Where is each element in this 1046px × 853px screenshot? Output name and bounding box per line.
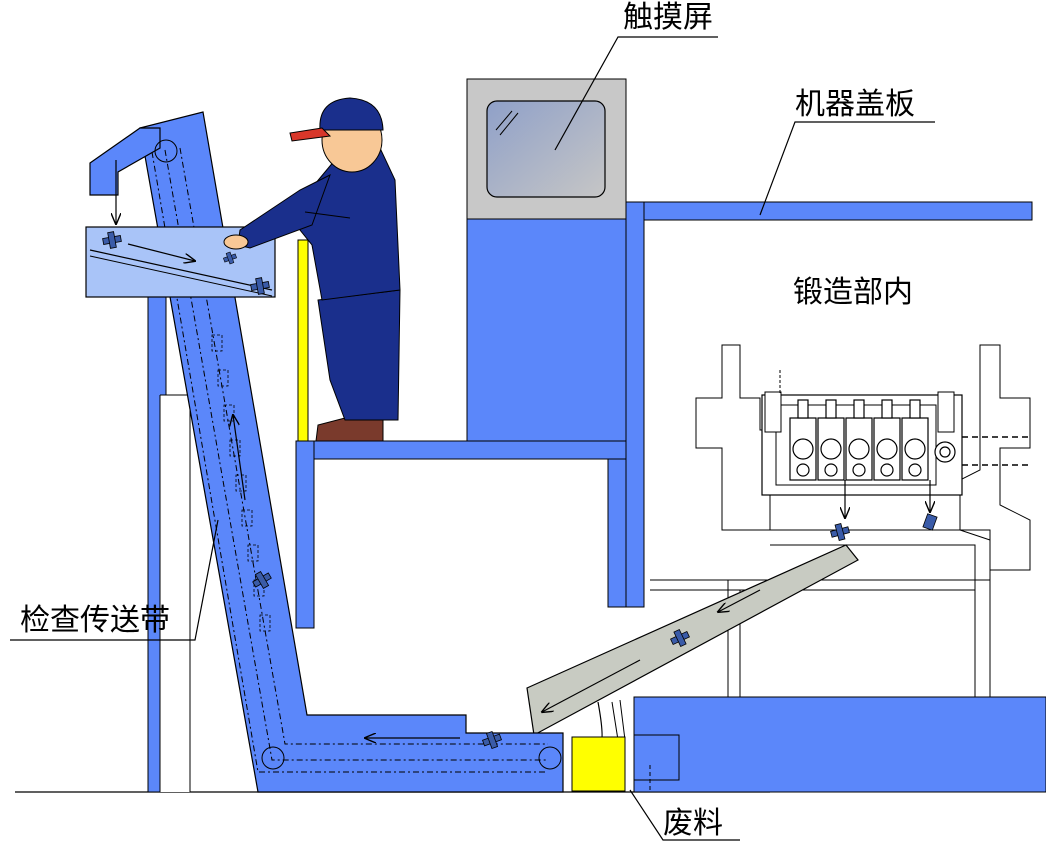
scrap-bin: [572, 737, 625, 791]
touch-screen: [487, 101, 605, 197]
machine-cover-label: 机器盖板: [795, 87, 915, 122]
touch-screen-label: 触摸屏: [623, 0, 713, 35]
inspection-conveyor-label: 检查传送带: [20, 603, 170, 638]
scrap-label: 废料: [663, 806, 723, 841]
forging-interior-label: 锻造部内: [793, 275, 913, 310]
machine-cover-plate: [626, 202, 1032, 220]
